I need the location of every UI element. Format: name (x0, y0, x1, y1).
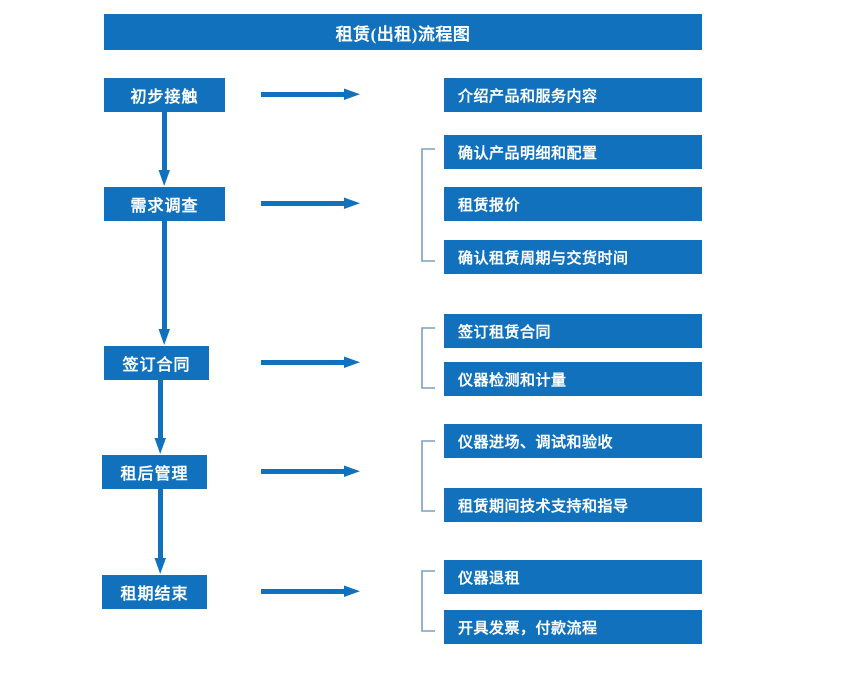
horizontal-arrow-4 (261, 465, 361, 477)
bracket-group-4 (421, 440, 437, 512)
bracket-group-3 (421, 327, 437, 389)
stage-box-租后管理[interactable]: 租后管理 (102, 455, 207, 489)
horizontal-arrow-1 (261, 88, 361, 100)
vertical-arrow-3 (154, 380, 166, 455)
bracket-group-5 (421, 570, 437, 632)
detail-box-仪器退租[interactable]: 仪器退租 (444, 560, 702, 594)
stage-box-租期结束[interactable]: 租期结束 (102, 575, 207, 609)
horizontal-arrow-2 (261, 197, 361, 209)
vertical-arrow-2 (158, 221, 170, 346)
horizontal-arrow-5 (261, 585, 361, 597)
stage-box-需求调查[interactable]: 需求调查 (104, 187, 225, 221)
detail-box-开具发票付款流程[interactable]: 开具发票，付款流程 (444, 610, 702, 644)
stage-box-签订合同[interactable]: 签订合同 (104, 346, 209, 380)
vertical-arrow-4 (154, 489, 166, 575)
detail-box-租赁报价[interactable]: 租赁报价 (444, 187, 702, 221)
detail-box-仪器检测和计量[interactable]: 仪器检测和计量 (444, 362, 702, 396)
detail-box-仪器进场调试和验收[interactable]: 仪器进场、调试和验收 (444, 424, 702, 458)
detail-box-租赁期间技术支持和指导[interactable]: 租赁期间技术支持和指导 (444, 488, 702, 522)
detail-box-确认租赁周期与交货时间[interactable]: 确认租赁周期与交货时间 (444, 240, 702, 274)
detail-box-确认产品明细和配置[interactable]: 确认产品明细和配置 (444, 135, 702, 169)
stage-box-初步接触[interactable]: 初步接触 (104, 78, 225, 112)
detail-box-签订租赁合同[interactable]: 签订租赁合同 (444, 314, 702, 348)
bracket-group-2 (421, 148, 437, 262)
detail-box-介绍产品和服务内容[interactable]: 介绍产品和服务内容 (444, 78, 702, 112)
horizontal-arrow-3 (261, 356, 361, 368)
vertical-arrow-1 (158, 112, 170, 187)
chart-title-banner: 租赁(出租)流程图 (104, 14, 702, 50)
